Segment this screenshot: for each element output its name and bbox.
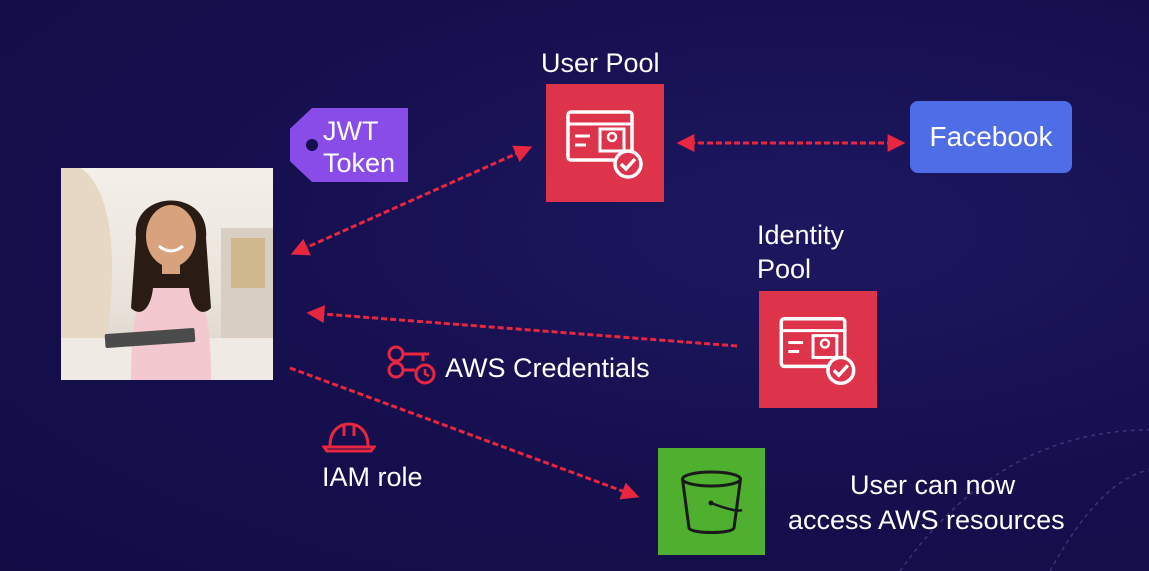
jwt-line2: Token <box>323 148 396 178</box>
result-line2: access AWS resources <box>788 505 1065 535</box>
jwt-line1: JWT <box>323 116 379 146</box>
identity-pool-label-line2: Pool <box>757 254 812 284</box>
credentials-keys-icon <box>385 340 439 386</box>
jwt-token-tag: JWT Token <box>290 108 408 182</box>
cognito-user-pool-icon <box>546 84 664 202</box>
arrow-userpool-user <box>290 145 533 256</box>
tag-hole <box>306 139 318 151</box>
facebook-label: Facebook <box>929 121 1053 152</box>
aws-credentials-label: AWS Credentials <box>445 353 650 383</box>
arrow-user-s3 <box>289 366 640 500</box>
facebook-box: Facebook <box>910 101 1072 173</box>
result-line1: User can now <box>850 470 1016 500</box>
user-photo <box>61 168 273 380</box>
identity-pool-label-line1: Identity <box>757 220 845 250</box>
hard-hat-icon <box>321 420 377 454</box>
cognito-identity-pool-icon <box>759 291 877 408</box>
arrow-identitypool-user <box>306 305 738 348</box>
decorative-dashed-arc <box>899 429 1149 571</box>
s3-bucket-icon <box>658 448 765 555</box>
iam-role-label: IAM role <box>322 462 423 492</box>
user-pool-label: User Pool <box>541 48 660 78</box>
